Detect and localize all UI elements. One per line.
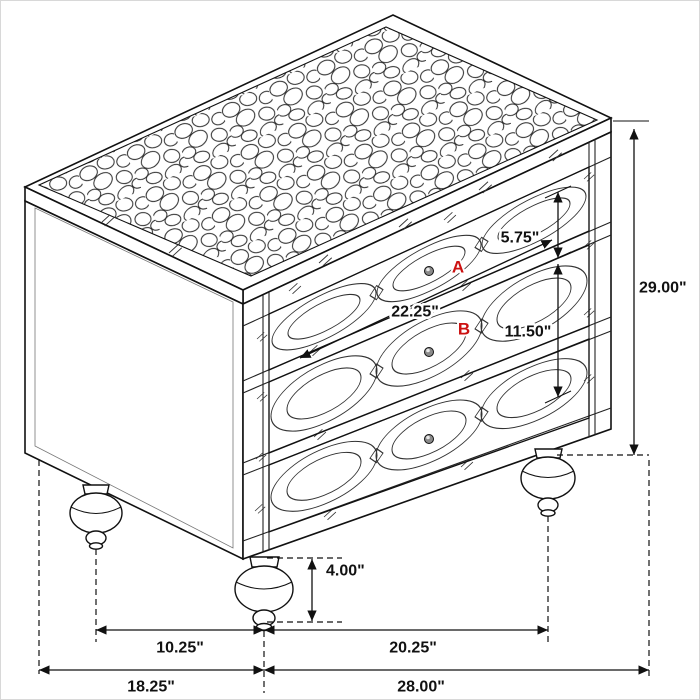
crocodile-texture-top	[37, 26, 599, 277]
drawer-c-knob[interactable]	[424, 434, 434, 444]
drawer-c	[268, 338, 590, 533]
dimension-overall-height: 29.00"	[629, 129, 689, 455]
front-foot-to-right-foot-label: 20.25"	[389, 640, 437, 657]
dimension-overall-width: 28.00"	[264, 665, 649, 698]
extension-lines	[38, 120, 650, 693]
overall-height-label: 29.00"	[639, 280, 687, 297]
foot-height-label: 4.00"	[326, 563, 365, 580]
drawer-a-knob-highlight	[426, 267, 430, 272]
dimension-foot-height: 4.00"	[307, 559, 367, 621]
dimension-drawer-front-width: 22.25"	[299, 239, 553, 359]
drawer-b-knob[interactable]	[424, 347, 434, 357]
dimension-overall-depth: 18.25"	[39, 665, 264, 698]
drawer-b-height-label: 11.50"	[505, 324, 552, 341]
dimension-back-foot-to-front-foot: 10.25"	[96, 625, 264, 659]
overall-width-label: 28.00"	[397, 679, 445, 696]
overall-depth-label: 18.25"	[127, 679, 175, 696]
back-foot-to-front-foot-label: 10.25"	[156, 640, 204, 657]
right-foot	[520, 448, 576, 517]
drawer-c-oval-pattern	[270, 358, 588, 512]
drawer-front-width-label: 22.25"	[391, 304, 439, 321]
drawer-c-knob-highlight	[426, 435, 430, 440]
drawer-b-knob-highlight	[426, 348, 430, 353]
marker-drawer-a: A	[452, 258, 464, 277]
tabletop	[23, 14, 613, 306]
left-side-panel-inner-line	[34, 207, 234, 549]
drawer-a-knob[interactable]	[424, 266, 434, 276]
dimension-front-foot-to-right-foot: 20.25"	[264, 625, 548, 659]
drawer-a-height-label: 5.75"	[501, 230, 540, 247]
marker-drawer-b: B	[458, 320, 470, 339]
front-foot	[234, 556, 294, 632]
